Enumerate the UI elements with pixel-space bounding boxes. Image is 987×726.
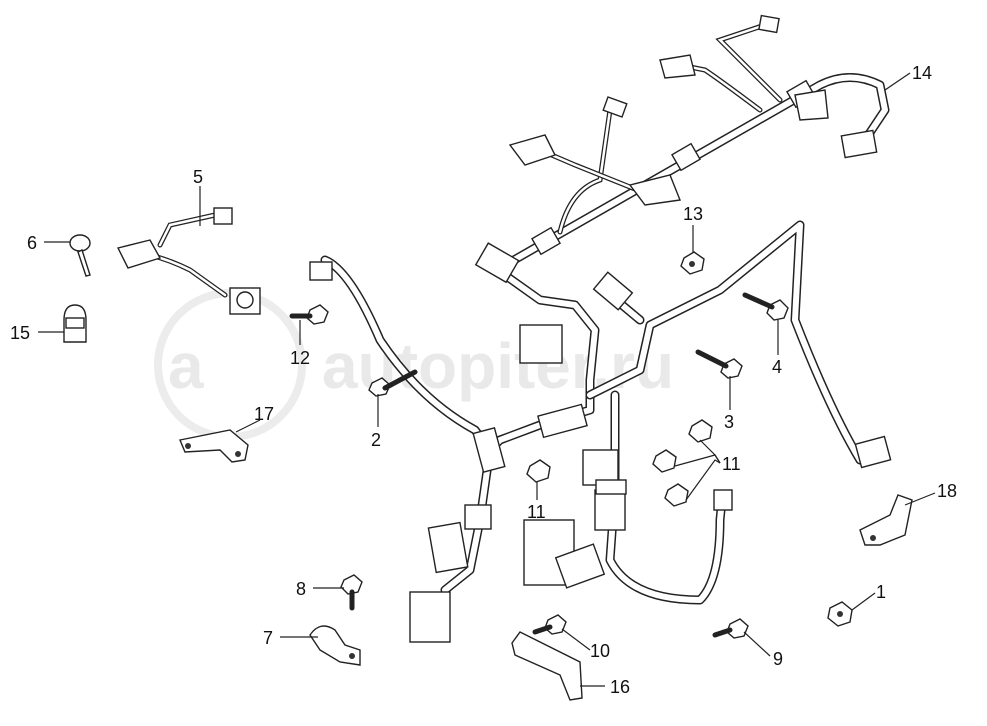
callout-15: 15 (10, 323, 30, 343)
callout-6: 6 (27, 233, 37, 253)
bolt-part-2 (368, 369, 418, 397)
callout-14: 14 (912, 63, 932, 83)
bracket-part-16 (511, 631, 583, 701)
sensor-harness (116, 207, 261, 315)
callout-4: 4 (772, 357, 782, 377)
injector-harness (495, 14, 890, 273)
bolt-part-3 (695, 349, 743, 379)
bolt-part-4 (742, 292, 789, 321)
callout-10: 10 (590, 641, 610, 661)
bracket-part-17 (179, 429, 249, 463)
bolt-part-8 (340, 574, 363, 611)
bolt-part-10 (532, 614, 567, 635)
nut-part-11-group (526, 419, 713, 507)
callout-13: 13 (683, 204, 703, 224)
washer-part-13 (680, 251, 705, 275)
callout-3: 3 (724, 412, 734, 432)
callout-16: 16 (610, 677, 630, 697)
tie-strap-part-6 (69, 234, 91, 277)
callout-8: 8 (296, 579, 306, 599)
callout-5: 5 (193, 167, 203, 187)
callout-11-right: 11 (722, 454, 741, 474)
callout-11-left: 11 (527, 502, 546, 522)
watermark-logo-a: a (168, 330, 204, 402)
callout-7: 7 (263, 628, 273, 648)
clip-part-15 (63, 304, 87, 343)
callout-labels: 1 2 3 4 5 6 7 8 9 10 11 11 12 13 14 15 1… (10, 63, 957, 697)
callout-17: 17 (254, 404, 274, 424)
bolt-part-9 (712, 618, 749, 639)
callout-12: 12 (290, 348, 310, 368)
bolt-part-12 (289, 304, 329, 325)
clamp-part-7 (309, 625, 361, 666)
leader-lines (38, 72, 936, 687)
callout-9: 9 (773, 649, 783, 669)
callout-2: 2 (371, 430, 381, 450)
callout-18: 18 (937, 481, 957, 501)
callout-1: 1 (876, 582, 886, 602)
nut-part-1 (827, 601, 853, 627)
engine-harness (309, 220, 892, 643)
bracket-part-18 (859, 494, 913, 546)
